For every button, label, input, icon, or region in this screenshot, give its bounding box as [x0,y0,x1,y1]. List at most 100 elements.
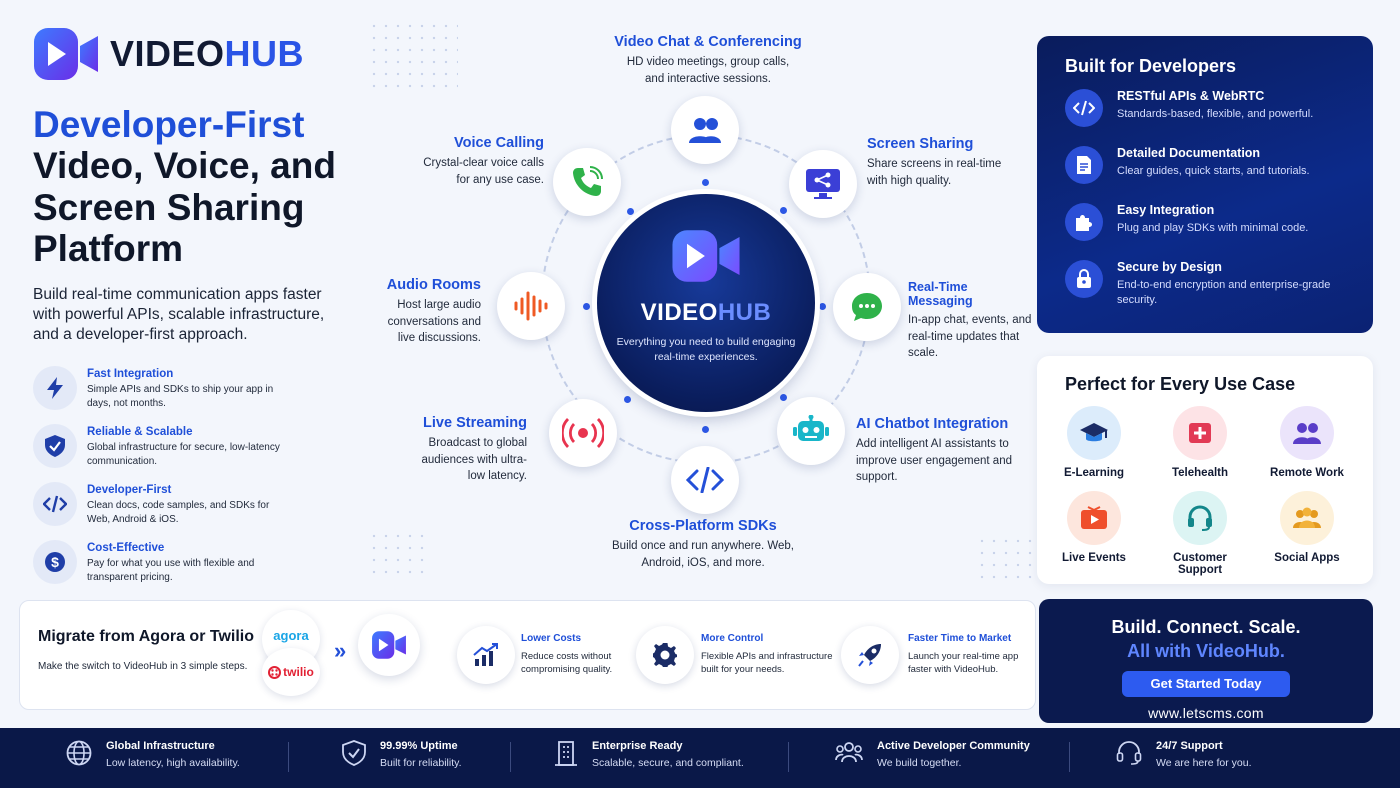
team-icon [1280,406,1334,460]
headset-icon [1116,741,1142,765]
live-streaming-node[interactable] [549,399,617,467]
orbit-dot [819,303,826,310]
hub-subtitle: Everything you need to build engaging re… [616,336,796,364]
rocket-icon [841,626,899,684]
screen-share-icon [806,169,840,199]
use-case-remote-work[interactable]: Remote Work [1257,406,1357,479]
brand-logo[interactable]: VIDEOHUB [32,24,304,84]
built-for-developers-panel: Built for Developers RESTful APIs & WebR… [1037,36,1373,333]
twilio-mark-icon [268,665,282,679]
orbit-dot [780,207,787,214]
use-cases-panel: Perfect for Every Use Case [1037,356,1373,584]
ai-chatbot-node[interactable] [777,397,845,465]
audio-rooms-node[interactable] [497,272,565,340]
lightning-icon [33,366,77,410]
puzzle-icon [1065,203,1103,241]
use-case-telehealth[interactable]: Telehealth [1150,406,1250,479]
voice-calling-node[interactable] [553,148,621,216]
graduation-cap-icon [1067,406,1121,460]
play-icon [1067,491,1121,545]
headset-icon [1173,491,1227,545]
building-icon [555,741,577,766]
users-icon [689,118,721,143]
dot-pattern [368,530,428,580]
medical-icon [1173,406,1227,460]
phone-icon [573,166,603,196]
use-case-e-learning[interactable]: E-Learning [1044,406,1144,479]
twilio-logo: twilio [262,648,320,696]
play-camera-logo-icon [672,230,740,282]
orbit-dot [702,426,709,433]
orbit-dot [583,303,590,310]
play-camera-logo-icon [34,28,98,80]
hero-tagline: Build real-time communication apps faste… [33,286,325,344]
videohub-migrate-logo [358,614,420,676]
group-icon [1280,491,1334,545]
use-case-live-events[interactable]: Live Events [1044,491,1144,564]
hub-wordmark: VIDEOHUB [640,299,772,326]
headline-highlight: Developer-First [33,104,305,145]
chat-icon [852,293,882,321]
document-icon [1065,146,1103,184]
orbit-dot [627,208,634,215]
brand-wordmark: VIDEOHUB [110,33,305,74]
headline-main: Video, Voice, and Screen Sharing Platfor… [33,145,336,270]
play-camera-logo-icon [372,631,406,659]
shield-check-icon [33,424,77,468]
cta-panel: Build. Connect. Scale. All with VideoHub… [1039,599,1373,723]
footer-divider [788,742,789,772]
screen-sharing-node[interactable] [789,150,857,218]
get-started-button[interactable]: Get Started Today [1122,671,1290,697]
gear-icon [636,626,694,684]
code-icon [686,467,724,493]
shield-check-icon [342,740,366,766]
audio-wave-icon [514,291,548,321]
footer-divider [1069,742,1070,772]
code-icon [33,482,77,526]
lock-icon [1065,260,1103,298]
broadcast-icon [562,418,604,448]
use-case-social-apps[interactable]: Social Apps [1257,491,1357,564]
globe-icon [66,740,92,766]
dot-pattern [976,535,1036,585]
website-link[interactable]: www.letscms.com [1148,705,1264,721]
dollar-icon: $ [33,540,77,584]
migrate-arrow-icon: » [334,638,347,663]
orbit-dot [780,394,787,401]
robot-icon [793,415,829,441]
footer-divider [510,742,511,772]
orbit-dot [624,396,631,403]
real-time-messaging-node[interactable] [833,273,901,341]
videohub-center-hub: VIDEOHUB Everything you need to build en… [597,194,815,412]
footer-divider [288,742,289,772]
community-icon [835,742,863,763]
video-chat-node[interactable] [671,96,739,164]
svg-text:$: $ [51,554,59,570]
hero-headline: Developer-First Video, Voice, and Screen… [33,104,373,270]
cross-platform-sdks-node[interactable] [671,446,739,514]
use-case-customer-support[interactable]: Customer Support [1150,491,1250,576]
orbit-dot [702,179,709,186]
